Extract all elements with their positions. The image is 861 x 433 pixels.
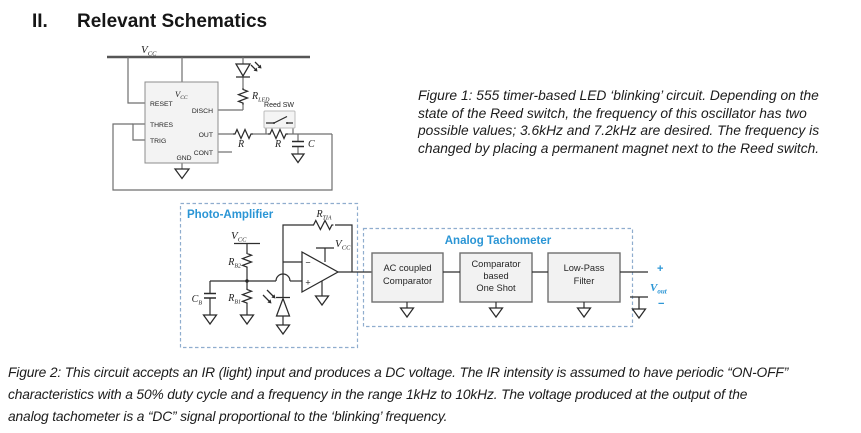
vcc-rail-label: VCC (141, 44, 157, 58)
ground-icon (173, 168, 191, 180)
vcc-bias-label: VCC (231, 230, 247, 244)
pin-gnd-label: GND (176, 155, 191, 162)
pin-thres-label: THRES (150, 122, 174, 129)
pin-disch-label: DISCH (192, 108, 213, 115)
ground-icon (399, 307, 415, 319)
rb2-label: RB2 (227, 257, 241, 270)
resistor-rtia-icon (312, 219, 334, 231)
block3-line2: Filter (574, 276, 595, 286)
vout-terminal: + Vout − (630, 263, 668, 320)
led-icon (234, 61, 262, 78)
ground-icon (275, 324, 291, 336)
vout-plus-label: + (657, 263, 663, 275)
opamp-plus-label: + (305, 278, 310, 288)
block2-line3: One Shot (476, 283, 516, 293)
ac-coupled-comparator-block (371, 252, 444, 303)
section-title: Relevant Schematics (77, 11, 268, 32)
caption-line: analog tachometer is a “DC” signal propo… (8, 409, 448, 424)
vcc-opamp-label: VCC (335, 238, 351, 252)
r1-label: R (237, 139, 244, 150)
figure1-caption: Figure 1: 555 timer-based LED ‘blinking’… (418, 87, 819, 157)
ground-icon (631, 308, 647, 320)
ground-icon (290, 153, 306, 164)
vout-minus-label: − (658, 298, 664, 310)
caption-line: Figure 1: 555 timer-based LED ‘blinking’… (418, 88, 819, 103)
caption-line: changed by placing a permanent magnet ne… (418, 140, 820, 156)
opamp-minus-label: − (305, 258, 310, 268)
rtia-label: RTIA (315, 209, 331, 222)
photo-amplifier-box (179, 202, 359, 349)
c-label: C (308, 139, 315, 150)
bias-network: VCC RB2 CB RB1 (192, 230, 302, 326)
resistor-rb1-icon (240, 288, 254, 305)
caption-line: state of the Reed switch, the frequency … (418, 105, 807, 121)
photodiode-icon (262, 289, 291, 336)
resistor-r1-icon (233, 127, 253, 141)
one-shot-block (459, 252, 533, 303)
block1-line2: Comparator (383, 276, 432, 286)
pin-cont-label: CONT (194, 150, 213, 157)
photo-amplifier-title: Photo-Amplifier (187, 209, 274, 221)
fig2-schematic: Photo-Amplifier Analog Tachometer VCC RB… (179, 202, 668, 349)
rb1-label: RB1 (227, 293, 241, 306)
timer-555-ic (144, 81, 219, 164)
low-pass-filter-block (547, 252, 621, 303)
pin-trig-label: TRIG (150, 138, 166, 145)
ground-icon (239, 314, 255, 326)
ground-icon (576, 307, 592, 319)
opamp-icon: − + VCC (301, 238, 351, 307)
capacitor-c-icon (292, 140, 304, 148)
resistor-r2-icon (268, 127, 288, 141)
block2-line1: Comparator (471, 259, 520, 269)
cb-label: CB (192, 294, 203, 307)
caption-line: possible values; 3.6kHz and 7.2kHz are d… (418, 123, 820, 139)
reed-sw-label: Reed SW (264, 102, 294, 109)
pin-out-label: OUT (199, 132, 213, 139)
analog-tachometer-title: Analog Tachometer (445, 235, 552, 247)
block1-line1: AC coupled (383, 263, 431, 273)
ground-icon (488, 307, 504, 319)
ic-vcc-label: VCC (175, 89, 188, 101)
r2-label: R (274, 139, 281, 150)
analog-tachometer-box (362, 227, 634, 328)
reed-switch-icon (263, 110, 296, 129)
fig1-schematic: VCC VCC RESET THRES TRIG DISCH OUT CONT … (107, 44, 333, 191)
tachometer-blocks: AC coupled Comparator Comparator based O… (371, 252, 648, 319)
block3-line1: Low-Pass (564, 263, 605, 273)
ground-icon (314, 295, 330, 307)
block2-line2: based (483, 271, 508, 281)
resistor-rb2-icon (240, 252, 254, 269)
fig1-wires (112, 57, 333, 191)
section-number: II. (32, 11, 48, 32)
figure2-caption: Figure 2: This circuit accepts an IR (li… (8, 362, 788, 428)
pin-reset-label: RESET (150, 101, 173, 108)
capacitor-cb-icon (204, 292, 216, 299)
ground-icon (202, 314, 218, 326)
caption-line: Figure 2: This circuit accepts an IR (li… (8, 365, 789, 380)
rled-label: RLED (251, 91, 270, 104)
resistor-rled-icon (236, 88, 250, 105)
section-heading: II. Relevant Schematics (32, 11, 267, 33)
feedback-network: RTIA (282, 209, 353, 297)
vout-label: Vout (650, 282, 668, 296)
caption-line: characteristics with a 50% duty cycle an… (8, 387, 748, 402)
